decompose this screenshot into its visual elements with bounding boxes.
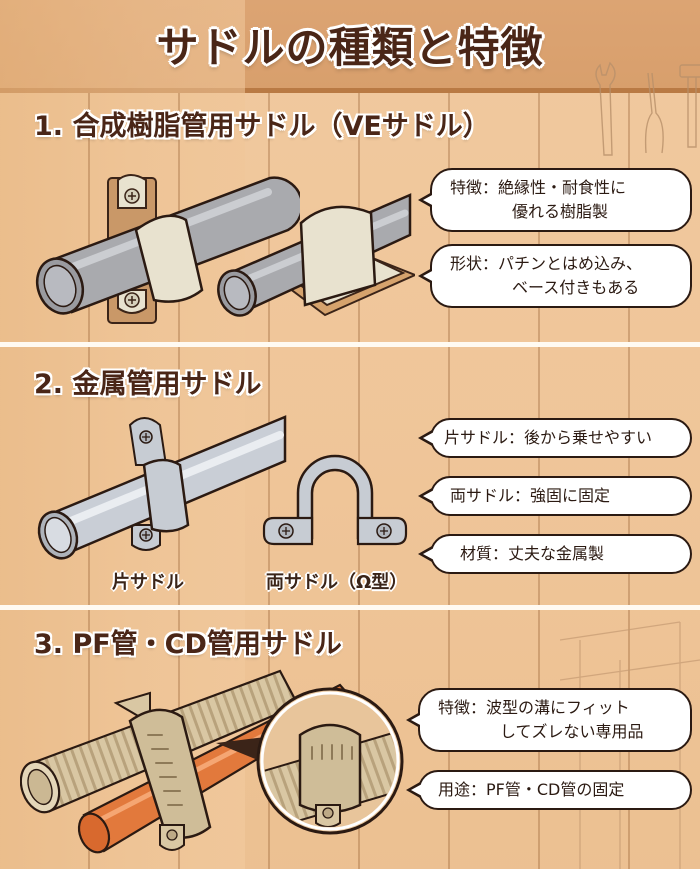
- section-2-bubble-material: 材質： 丈夫な金属製: [418, 534, 692, 574]
- section-divider: [0, 342, 700, 347]
- section-1-bubble-features: 特徴： 絶縁性・耐食性に 優れる樹脂製: [418, 168, 692, 232]
- pvc-pipe-base-saddle-illustration: [217, 193, 415, 317]
- section-1-heading: 1. 合成樹脂管用サドル（VEサドル）: [34, 111, 490, 142]
- section-3-heading: 3. PF管・CD管用サドル: [34, 629, 342, 660]
- omega-saddle-illustration: [262, 454, 408, 546]
- section-1-bubble-shape: 形状： パチンとはめ込み、 ベース付きもある: [418, 244, 692, 308]
- tools-sketch-icon: [595, 61, 700, 156]
- caption-omega-saddle: 両サドル（Ω型）: [266, 572, 408, 593]
- page-title: サドルの種類と特徴: [156, 23, 544, 72]
- shelf-edge: [0, 88, 700, 93]
- workbench-sketch-icon: [560, 621, 700, 869]
- section-2-bubble-two-sided: 両サドル： 強固に固定: [418, 476, 692, 516]
- metal-pipe-one-sided-saddle-illustration: [37, 415, 287, 560]
- section-2-heading: 2. 金属管用サドル: [34, 369, 262, 400]
- section-3-bubble-features: 特徴： 波型の溝にフィット してズレない専用品: [406, 688, 692, 752]
- pf-cd-pipe-saddle-illustration: [20, 669, 404, 854]
- section-3-bubble-usage: 用途： PF管・CD管の固定: [406, 770, 692, 810]
- section-2-bubble-one-sided: 片サドル： 後から乗せやすい: [418, 418, 692, 458]
- pvc-pipe-one-sided-saddle-illustration: [35, 174, 300, 324]
- caption-one-sided-saddle: 片サドル: [112, 572, 184, 593]
- section-divider: [0, 605, 700, 610]
